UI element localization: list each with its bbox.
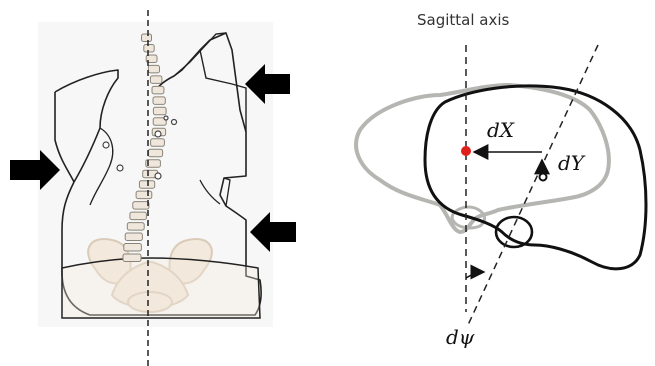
vertebra (148, 149, 162, 157)
dx-label: dX (487, 118, 515, 142)
brace-pelvic-band (62, 258, 260, 318)
vertebra (124, 244, 142, 252)
cross-section-diagram: Sagittal axis dX dY dψ (356, 11, 646, 349)
vertebra (153, 97, 165, 105)
vertebra (123, 254, 141, 262)
vertebra (133, 202, 149, 210)
vertebra (139, 181, 154, 189)
reference-center-point (461, 146, 471, 156)
dy-label: dY (558, 151, 586, 175)
vertebra (151, 139, 165, 147)
dpsi-label: dψ (446, 325, 475, 349)
vertebra (144, 45, 154, 53)
current-contour-black (425, 86, 646, 269)
vertebra (125, 233, 142, 241)
vertebra (153, 107, 166, 115)
vertebra (130, 212, 147, 220)
sagittal-axis-title: Sagittal axis (417, 11, 510, 29)
vertebra (152, 86, 164, 94)
vertebra (136, 191, 152, 199)
vertebra (127, 223, 144, 231)
vertebra (150, 76, 162, 84)
current-center-point (540, 174, 547, 181)
vertebra (142, 34, 152, 42)
rotation-angle-arc (466, 272, 484, 278)
vertebra (148, 65, 159, 73)
scoliosis-brace-illustration (10, 10, 296, 366)
